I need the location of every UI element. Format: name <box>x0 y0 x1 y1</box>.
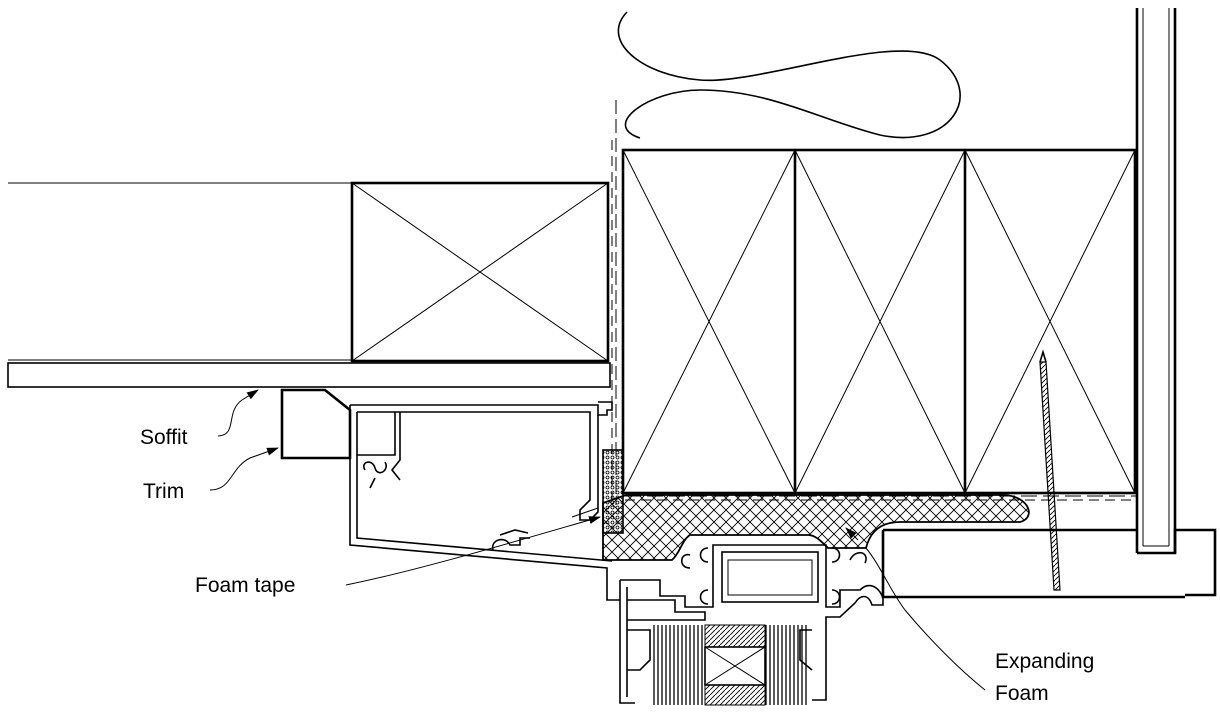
ceiling-joist <box>8 182 352 361</box>
window-sill-frame <box>619 544 884 704</box>
header-block-left <box>350 181 610 363</box>
insulation-symbol <box>617 11 961 139</box>
header-studs <box>621 148 1137 495</box>
window-head-frame <box>349 401 620 601</box>
label-foam-tape: Foam tape <box>195 574 295 597</box>
foam-tape <box>602 449 624 534</box>
label-soffit: Soffit <box>140 426 188 449</box>
expanding-foam <box>602 494 1030 561</box>
label-expanding-foam-line1: Expanding <box>995 650 1094 673</box>
membrane-lines <box>611 100 1136 505</box>
leader-lines <box>209 389 986 691</box>
wall-stud <box>1135 8 1217 597</box>
label-trim: Trim <box>143 480 184 503</box>
trim-block <box>280 388 352 460</box>
label-expanding-foam-line2: Foam <box>995 682 1049 705</box>
soffit-board <box>7 362 611 388</box>
glazing-weatherstrip <box>653 624 807 706</box>
nail <box>1039 349 1061 591</box>
interior-trim-board <box>881 528 1185 599</box>
